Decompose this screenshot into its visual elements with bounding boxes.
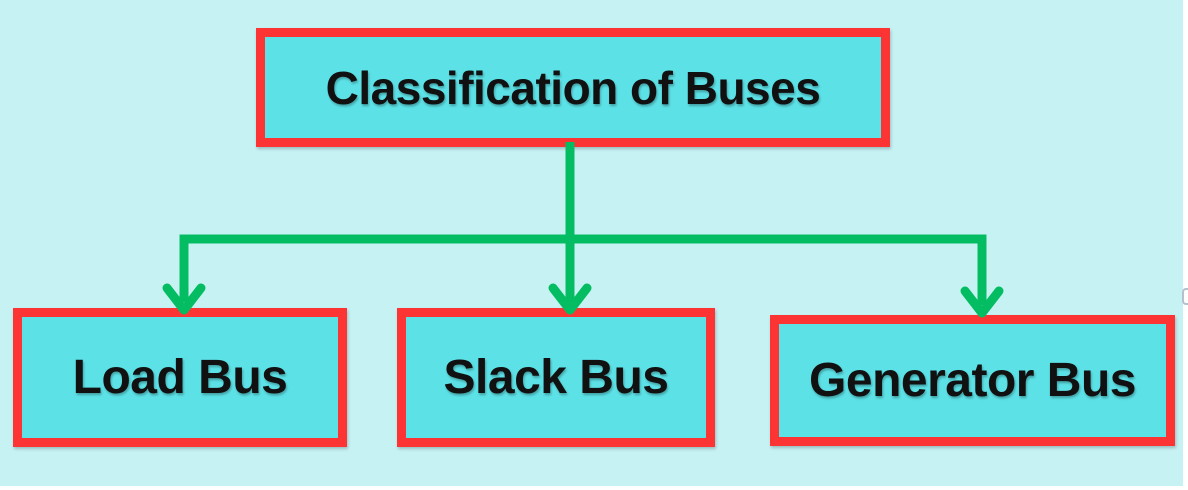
- arrow-slack-head-icon: [548, 283, 592, 315]
- node-title-label: Classification of Buses: [325, 61, 821, 114]
- node-generator-bus-label: Generator Bus: [809, 354, 1136, 407]
- node-classification-of-buses: Classification of Buses: [256, 28, 890, 147]
- node-load-bus-label: Load Bus: [72, 351, 288, 404]
- right-edge-handle[interactable]: [1182, 288, 1188, 305]
- node-generator-bus: Generator Bus: [770, 315, 1175, 446]
- arrow-load-head-icon: [162, 283, 206, 315]
- node-slack-bus: Slack Bus: [397, 308, 715, 447]
- node-load-bus: Load Bus: [13, 308, 347, 447]
- node-slack-bus-label: Slack Bus: [443, 351, 669, 404]
- arrow-generator-head-icon: [960, 286, 1004, 318]
